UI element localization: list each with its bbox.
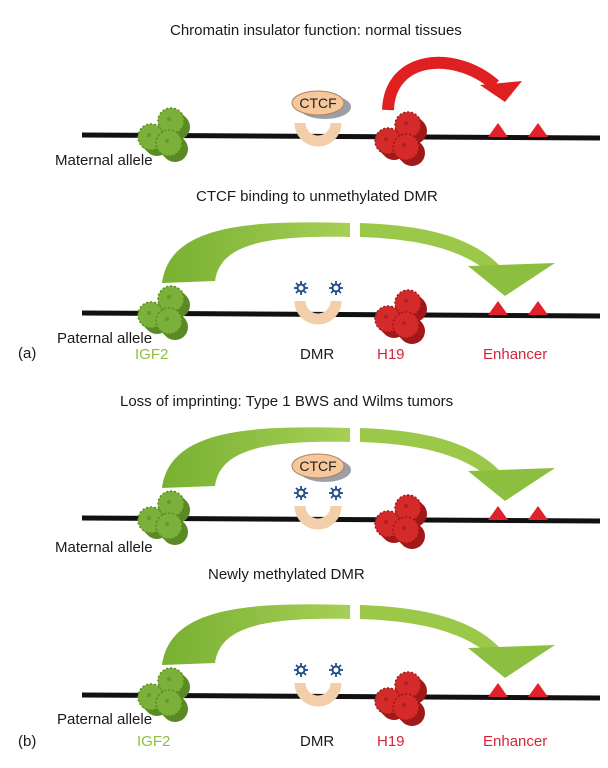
row1-title: Chromatin insulator function: normal tis… xyxy=(170,22,462,39)
igf2-gene-icon xyxy=(137,107,190,162)
enhancer-icon xyxy=(488,123,508,137)
green-arrow-head xyxy=(468,468,555,501)
panel-a-label: (a) xyxy=(18,345,37,362)
h19-label-b: H19 xyxy=(377,733,405,750)
enhancer-label-b: Enhancer xyxy=(483,733,548,750)
green-arrow-icon xyxy=(162,604,350,665)
row2-allele-label: Paternal allele xyxy=(57,330,153,347)
enhancer-icon xyxy=(528,683,548,697)
green-arrow-head xyxy=(468,263,555,296)
row4-title: Newly methylated DMR xyxy=(208,566,365,583)
ctcf-label: CTCF xyxy=(299,458,336,474)
igf2-label-a: IGF2 xyxy=(135,346,169,363)
green-arrow-icon xyxy=(162,427,350,488)
methyl-group-icon xyxy=(328,485,344,501)
row4-allele-label: Paternal allele xyxy=(57,711,153,728)
h19-gene-icon xyxy=(374,289,427,344)
igf2-gene-icon xyxy=(137,490,190,545)
dmr-icon xyxy=(294,682,342,707)
green-arrow-tail xyxy=(360,223,500,273)
igf2-label-b: IGF2 xyxy=(137,733,171,750)
green-arrow-tail xyxy=(360,605,500,655)
methyl-group-icon xyxy=(293,662,309,678)
enhancer-label-a: Enhancer xyxy=(483,346,548,363)
row-1: CTCF xyxy=(81,56,601,166)
dmr-icon xyxy=(294,300,342,325)
dmr-icon xyxy=(294,505,342,530)
h19-gene-icon xyxy=(374,111,427,166)
h19-label-a: H19 xyxy=(377,346,405,363)
dmr-icon xyxy=(294,122,342,147)
green-arrow-head xyxy=(468,645,555,678)
h19-gene-icon xyxy=(374,671,427,726)
ctcf-protein-icon xyxy=(291,453,345,479)
red-arrow-icon xyxy=(382,56,499,111)
enhancer-icon xyxy=(488,683,508,697)
ctcf-label: CTCF xyxy=(299,95,336,111)
panel-b-label: (b) xyxy=(18,733,37,750)
enhancer-icon xyxy=(488,506,508,520)
h19-gene-icon xyxy=(374,494,427,549)
row2-title: CTCF binding to unmethylated DMR xyxy=(196,188,438,205)
enhancer-icon xyxy=(528,123,548,137)
enhancer-icon xyxy=(528,506,548,520)
row3-title: Loss of imprinting: Type 1 BWS and Wilms… xyxy=(120,393,454,410)
ctcf-protein-icon xyxy=(291,90,345,116)
enhancer-icon xyxy=(528,301,548,315)
methyl-group-icon xyxy=(328,280,344,296)
igf2-gene-icon xyxy=(137,667,190,722)
row-3: CTCF xyxy=(81,427,601,549)
dmr-label-a: DMR xyxy=(300,346,335,363)
methyl-group-icon xyxy=(328,662,344,678)
green-arrow-tail xyxy=(360,428,500,478)
methyl-group-icon xyxy=(293,485,309,501)
red-arrow-head xyxy=(480,81,522,102)
green-arrow-icon xyxy=(162,222,350,283)
row-2 xyxy=(81,222,601,344)
enhancer-icon xyxy=(488,301,508,315)
row-4 xyxy=(81,604,601,726)
row1-allele-label: Maternal allele xyxy=(55,152,153,169)
igf2-gene-icon xyxy=(137,285,190,340)
methyl-group-icon xyxy=(293,280,309,296)
dmr-label-b: DMR xyxy=(300,733,335,750)
row3-allele-label: Maternal allele xyxy=(55,539,153,556)
